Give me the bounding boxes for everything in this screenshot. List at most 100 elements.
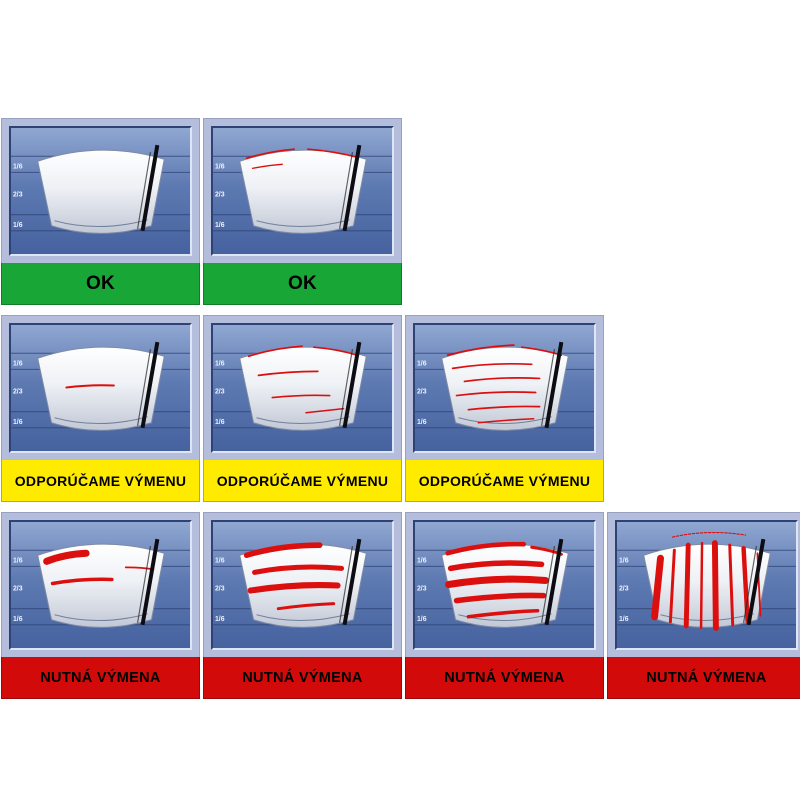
wiper-blade-edge [137, 546, 152, 623]
wiper-swipe-graphic: 1/6 2/3 1/6 [11, 144, 190, 234]
status-label-recommend: ODPORÚČAME VÝMENU [203, 460, 402, 502]
zone-label-middle: 2/3 [417, 585, 427, 592]
zone-label-bottom: 1/6 [13, 419, 23, 426]
red-wear-streaks [65, 384, 115, 389]
swipe-inner-arc [54, 613, 148, 622]
wiper-blade-edge [743, 546, 758, 623]
swipe-inner-arc [54, 416, 148, 425]
wiper-blade-edge [339, 546, 354, 623]
wiper-swipe-area [239, 149, 367, 234]
wiper-blade-icon [746, 538, 766, 626]
wiper-blade-icon [544, 538, 564, 626]
zone-label-top: 1/6 [619, 557, 629, 564]
zone-label-top: 1/6 [13, 557, 23, 564]
wiper-blade-edge [541, 349, 556, 426]
wiper-swipe-graphic: 1/6 2/3 1/6 [213, 538, 392, 628]
zone-label-top: 1/6 [13, 163, 23, 170]
condition-row: 1/6 2/3 1/6 ODPORÚČAME VÝMENU 1/6 2/3 1/… [1, 315, 604, 502]
status-label-replace: NUTNÁ VÝMENA [607, 657, 800, 699]
zone-label-bottom: 1/6 [417, 419, 427, 426]
zone-label-top: 1/6 [417, 557, 427, 564]
status-label-recommend: ODPORÚČAME VÝMENU [1, 460, 200, 502]
status-label-recommend: ODPORÚČAME VÝMENU [405, 460, 604, 502]
wiper-blade-icon [342, 144, 362, 232]
wiper-condition-cell: 1/6 2/3 1/6 ODPORÚČAME VÝMENU [405, 315, 604, 502]
wiper-swipe-illustration: 1/6 2/3 1/6 [405, 315, 604, 460]
zone-label-top: 1/6 [215, 163, 225, 170]
swipe-inner-arc [54, 219, 148, 228]
wiper-blade-icon [140, 144, 160, 232]
zone-label-middle: 2/3 [619, 585, 629, 592]
wiper-blade-edge [137, 349, 152, 426]
wiper-condition-cell: 1/6 2/3 1/6 NUTNÁ VÝMENA [607, 512, 800, 699]
wiper-swipe-illustration: 1/6 2/3 1/6 [203, 512, 402, 657]
wiper-swipe-graphic: 1/6 2/3 1/6 [415, 341, 594, 431]
wiper-condition-cell: 1/6 2/3 1/6 NUTNÁ VÝMENA [1, 512, 200, 699]
zone-label-middle: 2/3 [215, 388, 225, 395]
wiper-swipe-graphic: 1/6 2/3 1/6 [617, 531, 796, 631]
windshield-panel: 1/6 2/3 1/6 [211, 323, 394, 453]
wiper-swipe-illustration: 1/6 2/3 1/6 [1, 315, 200, 460]
wiper-blade-icon [544, 341, 564, 429]
wiper-blade-edge [339, 152, 354, 229]
zone-label-middle: 2/3 [417, 388, 427, 395]
zone-label-bottom: 1/6 [215, 222, 225, 229]
windshield-panel: 1/6 2/3 1/6 [9, 323, 192, 453]
red-wear-streaks [247, 345, 359, 414]
wiper-blade-edge [339, 349, 354, 426]
wiper-swipe-illustration: 1/6 2/3 1/6 [1, 512, 200, 657]
zone-label-top: 1/6 [417, 360, 427, 367]
red-wear-streaks [245, 148, 359, 169]
wiper-swipe-graphic: 1/6 2/3 1/6 [213, 144, 392, 234]
status-label-replace: NUTNÁ VÝMENA [1, 657, 200, 699]
swipe-inner-arc [256, 416, 350, 425]
windshield-panel: 1/6 2/3 1/6 [211, 520, 394, 650]
condition-row: 1/6 2/3 1/6 OK 1/6 2/3 1/6 OK [1, 118, 402, 305]
zone-label-middle: 2/3 [13, 585, 23, 592]
wiper-condition-cell: 1/6 2/3 1/6 ODPORÚČAME VÝMENU [203, 315, 402, 502]
zone-label-top: 1/6 [13, 360, 23, 367]
swipe-inner-arc [256, 613, 350, 622]
zone-label-middle: 2/3 [13, 191, 23, 198]
zone-label-top: 1/6 [215, 557, 225, 564]
wiper-blade-icon [342, 538, 362, 626]
status-label-replace: NUTNÁ VÝMENA [203, 657, 402, 699]
red-wear-streaks [445, 541, 563, 619]
windshield-panel: 1/6 2/3 1/6 [615, 520, 798, 650]
zone-label-middle: 2/3 [215, 585, 225, 592]
wiper-swipe-area [37, 543, 165, 628]
wiper-swipe-area [643, 543, 771, 628]
wiper-blade-icon [140, 341, 160, 429]
windshield-panel: 1/6 2/3 1/6 [413, 520, 596, 650]
red-wear-streaks [651, 531, 762, 631]
zone-label-middle: 2/3 [215, 191, 225, 198]
wiper-swipe-graphic: 1/6 2/3 1/6 [415, 538, 594, 628]
wiper-condition-cell: 1/6 2/3 1/6 ODPORÚČAME VÝMENU [1, 315, 200, 502]
wiper-blade-icon [342, 341, 362, 429]
windshield-panel: 1/6 2/3 1/6 [9, 126, 192, 256]
wiper-swipe-graphic: 1/6 2/3 1/6 [11, 538, 190, 628]
zone-label-bottom: 1/6 [215, 616, 225, 623]
wiper-blade-edge [137, 152, 152, 229]
status-label-ok: OK [203, 263, 402, 305]
wiper-condition-cell: 1/6 2/3 1/6 OK [1, 118, 200, 305]
wiper-swipe-illustration: 1/6 2/3 1/6 [203, 118, 402, 263]
zone-label-bottom: 1/6 [13, 222, 23, 229]
wiper-swipe-area [37, 149, 165, 234]
wiper-blade-edge [541, 546, 556, 623]
wiper-condition-cell: 1/6 2/3 1/6 NUTNÁ VÝMENA [203, 512, 402, 699]
status-label-replace: NUTNÁ VÝMENA [405, 657, 604, 699]
zone-label-bottom: 1/6 [13, 616, 23, 623]
zone-label-bottom: 1/6 [417, 616, 427, 623]
condition-row: 1/6 2/3 1/6 NUTNÁ VÝMENA 1/6 2/3 1/6 [1, 512, 800, 699]
wiper-swipe-illustration: 1/6 2/3 1/6 [405, 512, 604, 657]
wiper-blade-icon [140, 538, 160, 626]
wiper-swipe-graphic: 1/6 2/3 1/6 [213, 341, 392, 431]
wiper-swipe-illustration: 1/6 2/3 1/6 [607, 512, 800, 657]
wiper-swipe-illustration: 1/6 2/3 1/6 [1, 118, 200, 263]
wiper-condition-cell: 1/6 2/3 1/6 OK [203, 118, 402, 305]
zone-label-top: 1/6 [215, 360, 225, 367]
status-label-ok: OK [1, 263, 200, 305]
windshield-panel: 1/6 2/3 1/6 [9, 520, 192, 650]
